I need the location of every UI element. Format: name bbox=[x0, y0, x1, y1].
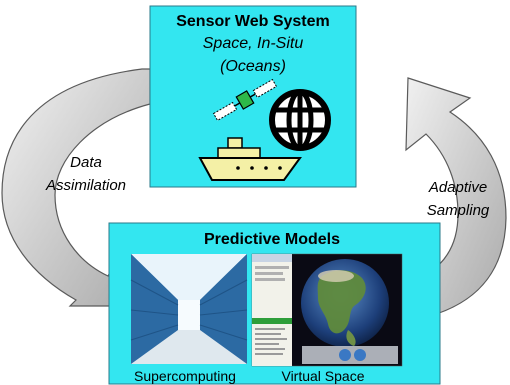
globe-icon bbox=[269, 89, 331, 151]
ship-icon bbox=[198, 137, 302, 181]
left-curved-arrow bbox=[1, 68, 151, 307]
virtual-globe-screenshot bbox=[251, 253, 403, 367]
supercomputer-aisle-image bbox=[130, 254, 248, 364]
sensor-web-box: Sensor Web System Space, In-Situ (Oceans… bbox=[149, 5, 357, 188]
data-assimilation-label-line1: Data bbox=[70, 154, 102, 171]
satellite-icon bbox=[212, 78, 278, 122]
virtual-space-caption: Virtual Space bbox=[281, 368, 364, 384]
sensor-web-subtitle-line2: (Oceans) bbox=[220, 58, 286, 75]
data-assimilation-label-line2: Assimilation bbox=[45, 177, 126, 194]
right-curved-arrow bbox=[401, 77, 507, 323]
supercomputing-caption: Supercomputing bbox=[134, 368, 236, 384]
adaptive-sampling-label-line2: Sampling bbox=[427, 202, 490, 219]
sensor-web-subtitle-line1: Space, In-Situ bbox=[203, 35, 304, 52]
predictive-models-title: Predictive Models bbox=[204, 231, 340, 248]
predictive-models-box: Predictive Models bbox=[108, 222, 441, 385]
adaptive-sampling-label-line1: Adaptive bbox=[428, 179, 487, 196]
sensor-web-title: Sensor Web System bbox=[176, 13, 330, 30]
